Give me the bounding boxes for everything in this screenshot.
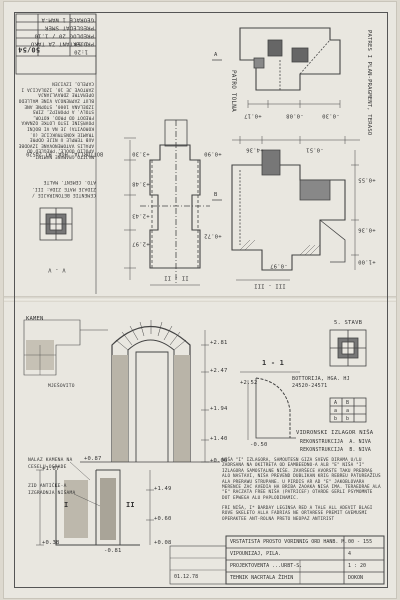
left-note-2: ZID ANTIČKE-A IZGRADNJA NIŠAMA — [28, 484, 76, 496]
title-block-row-value: DOKON — [348, 575, 364, 581]
dim-bottom: +0.87 — [84, 456, 102, 462]
dim-bottom: +1.94 — [210, 406, 228, 412]
left-note-1: NALAZ KAMENA NA CESELU OGRADE — [28, 458, 73, 470]
sheet-fold — [4, 296, 396, 302]
table-cell: b — [334, 416, 338, 422]
section-ii-label-bottom: II — [126, 501, 135, 509]
label-mixed: MJEŠOVITO — [48, 384, 75, 389]
label-kamen: KAMEN — [26, 316, 44, 322]
title-block-row-label: VRSTATISTA PROSTO VORINNIG ORD HANB. M. — [230, 539, 348, 545]
main-note: NIŠA "I" IZLAGORA, SAMOUTESN GIZA SVEVE … — [222, 458, 381, 501]
label-v-stavb: 5. STAVB — [334, 320, 363, 326]
dim-bottom: +2.81 — [210, 340, 228, 346]
main-note-2: FRI NIŠA, I* BARDAY LEGINSA RED A TALE A… — [222, 506, 373, 522]
title-block-row-value: 1 : 20 — [348, 563, 367, 569]
legend-title: VIDRONSKI IZLAGOR NIŠA — [296, 430, 374, 436]
dim-bottom: -0.81 — [104, 548, 122, 554]
section-1-1-title: 1 - 1 — [262, 359, 285, 367]
dim-bottom: +2.52 — [240, 380, 258, 386]
title-block-date: 01.12.78 — [174, 574, 199, 580]
title-block-row-label: TEHNIK NACRTALA ŽIHIN — [230, 575, 294, 581]
legend-item-1: REKONSTRUKCIJA A. NIVA — [300, 440, 372, 445]
dim-bottom: +1.07 — [42, 466, 60, 472]
section-i-label: I — [64, 501, 69, 509]
dim-bottom: -0.50 — [250, 442, 268, 448]
legend-item-2: REKONSTRUKCIJA B. NIVA — [300, 448, 372, 453]
dim-bottom: +0.60 — [154, 516, 172, 522]
table-header-b: B — [346, 400, 350, 406]
table-cell: a — [346, 408, 350, 414]
dim-bottom: +0.08 — [154, 540, 172, 546]
section-mark-a: A — [214, 52, 218, 58]
dim-bottom: +1.49 — [154, 486, 172, 492]
dim-bottom: +0.38 — [42, 540, 60, 546]
dim-bottom: +2.47 — [210, 368, 228, 374]
section-mark-b: B — [214, 192, 218, 198]
table-cell: b — [346, 416, 350, 422]
table-header-a: A — [334, 400, 338, 406]
bottom-reference-code: BOTTORIJA, HGA. HJ 24520-24571 — [292, 376, 350, 389]
dim-bottom: +1.40 — [210, 436, 228, 442]
dim-bottom: +0.00 — [210, 458, 228, 464]
title-block-row-value: 4 — [348, 551, 352, 557]
title-block-row-label: PROJEKTOVENTA ...URBT-S. — [230, 563, 303, 569]
drawing-frame — [14, 12, 388, 588]
title-block-row-value: 00 - 155 — [348, 539, 373, 545]
table-cell: a — [334, 408, 338, 414]
title-block-row-label: VIPOUNIZAJ, PILA. — [230, 551, 282, 557]
